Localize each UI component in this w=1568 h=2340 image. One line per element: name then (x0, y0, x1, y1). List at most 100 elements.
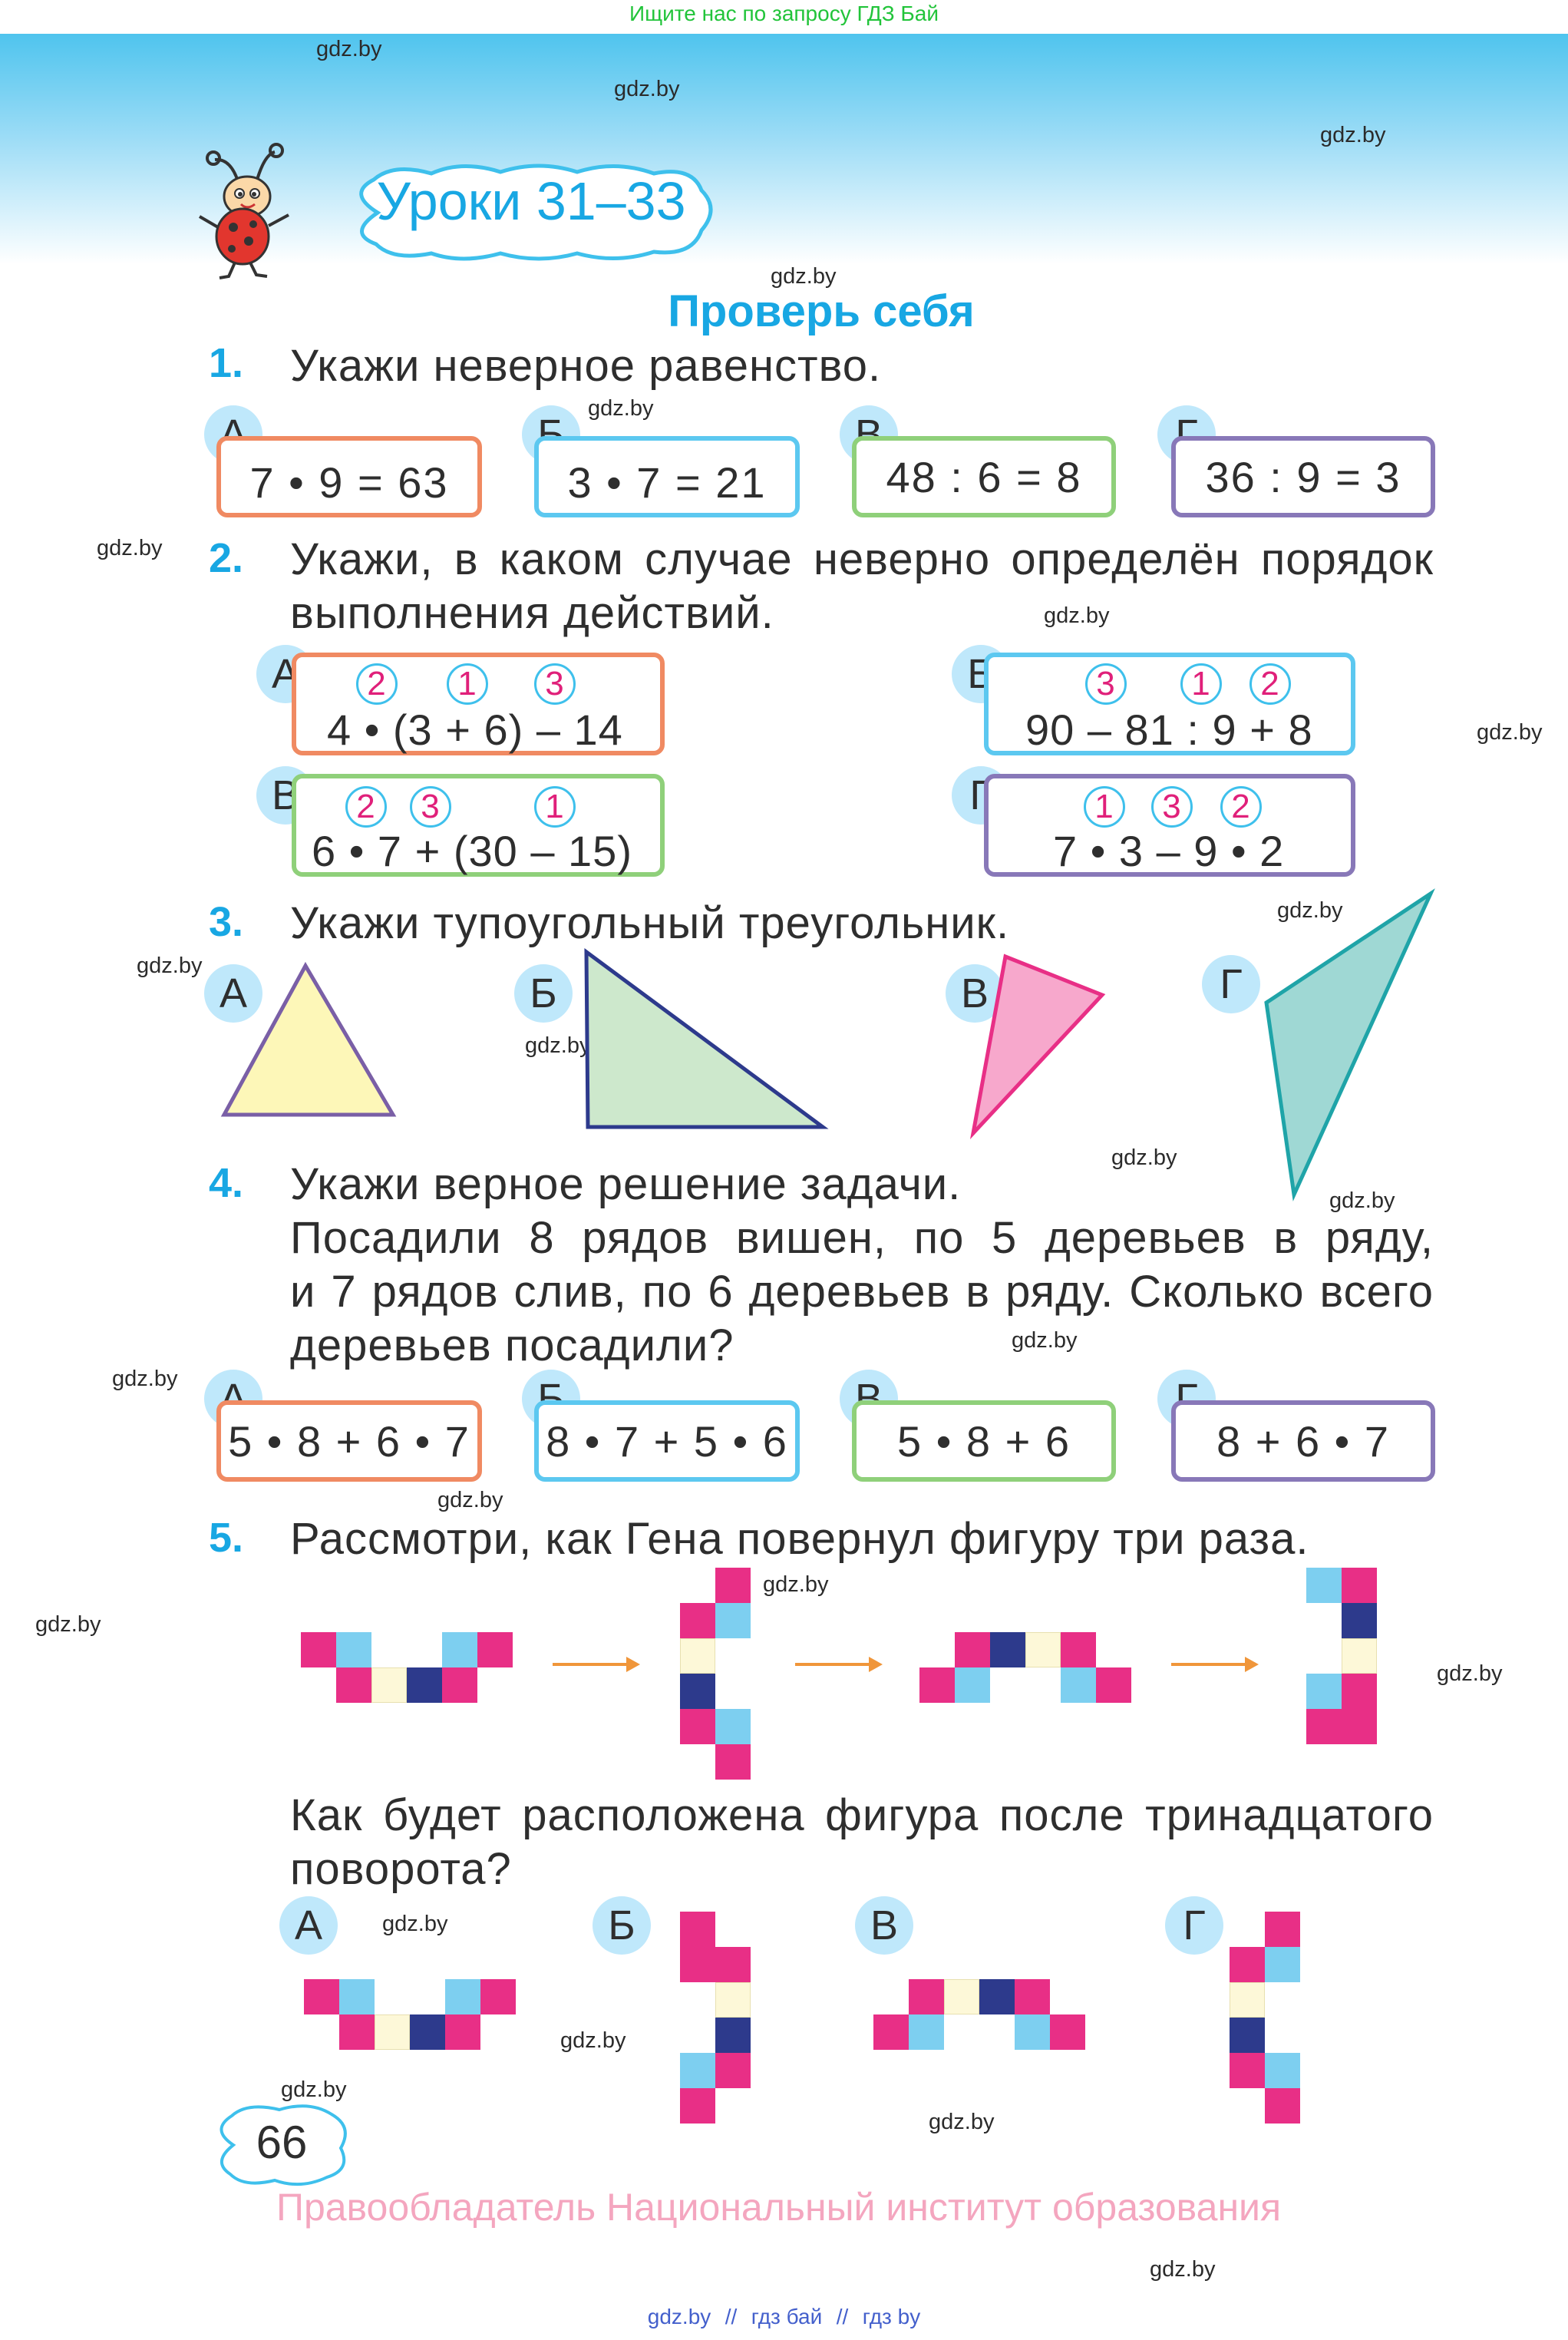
figure-cell (909, 1979, 944, 2014)
watermark: gdz.by (1320, 123, 1386, 147)
footer-link[interactable]: гдз by (862, 2305, 921, 2328)
footer-link[interactable]: гдз бай (751, 2305, 823, 2328)
figure-cell (1265, 2053, 1300, 2088)
figure-cell (680, 1638, 715, 1674)
watermark: gdz.by (1111, 1145, 1177, 1170)
watermark: gdz.by (1329, 1188, 1395, 1213)
option-letter[interactable]: А (204, 964, 262, 1023)
order-circle: 2 (356, 663, 398, 705)
figure-cell (1050, 2014, 1085, 2050)
question-text: Рассмотри, как Гена повернул фигуру три … (290, 1514, 1309, 1564)
order-circle: 3 (410, 786, 451, 828)
option-box[interactable]: 36 : 9 = 3 (1171, 436, 1435, 517)
figure-cell (680, 1603, 715, 1638)
figure-cell (979, 1979, 1015, 2014)
option-expression: 6 • 7 + (30 – 15) (312, 827, 632, 875)
option-box[interactable]: 48 : 6 = 8 (852, 436, 1116, 517)
watermark: gdz.by (137, 954, 203, 978)
search-hint[interactable]: Ищите нас по запросу ГДЗ Бай (629, 2, 939, 25)
figure-cell (715, 1982, 751, 2018)
figure-cell (1306, 1568, 1342, 1603)
option-box[interactable]: 2 3 1 6 • 7 + (30 – 15) (292, 774, 665, 877)
order-circle: 1 (1180, 663, 1222, 705)
figure-cell (1025, 1632, 1061, 1667)
option-box[interactable]: 1 3 2 7 • 3 – 9 • 2 (984, 774, 1355, 877)
option-box[interactable]: 3 • 7 = 21 (534, 436, 800, 517)
option-box[interactable]: 3 1 2 90 – 81 : 9 + 8 (984, 653, 1355, 755)
order-circle: 2 (1249, 663, 1291, 705)
order-circle: 1 (447, 663, 488, 705)
watermark: gdz.by (316, 37, 382, 61)
figure-cell (301, 1632, 336, 1667)
option-box[interactable]: 5 • 8 + 6 • 7 (216, 1400, 482, 1482)
figure-cell (1230, 1947, 1265, 1982)
question-line: Укажи верное решение задачи. (290, 1159, 962, 1209)
figure-cell (955, 1667, 990, 1703)
lesson-title: Уроки 31–33 (376, 171, 686, 231)
watermark: gdz.by (614, 77, 680, 101)
figure-cell (477, 1632, 513, 1667)
option-letter[interactable]: В (855, 1896, 913, 1955)
watermark: gdz.by (382, 1912, 448, 1936)
figure-cell (445, 2014, 480, 2050)
triangle-a-acute (220, 961, 397, 1117)
figure-cell (1230, 2018, 1265, 2053)
watermark: gdz.by (1150, 2257, 1216, 2282)
figure-cell (442, 1667, 477, 1703)
figure-cell (990, 1632, 1025, 1667)
option-box[interactable]: 8 + 6 • 7 (1171, 1400, 1435, 1482)
figure-cell (715, 1603, 751, 1638)
figure-cell (1265, 2088, 1300, 2124)
question-text: Укажи, в каком случае неверно определён … (290, 533, 1434, 640)
figure-cell (407, 1667, 442, 1703)
ladybug-mascot-icon (198, 143, 289, 279)
option-letter[interactable]: Г (1202, 955, 1260, 1013)
watermark: gdz.by (35, 1612, 101, 1637)
figure-cell (336, 1632, 371, 1667)
arrow-icon (795, 1657, 883, 1672)
question-number: 3. (209, 899, 244, 945)
figure-cell (715, 1568, 751, 1603)
watermark: gdz.by (771, 264, 837, 289)
figure-cell (1342, 1638, 1377, 1674)
watermark: gdz.by (1477, 720, 1543, 745)
section-title: Проверь себя (668, 286, 975, 336)
footer-links: gdz.by // гдз бай // гдз by (0, 2305, 1568, 2329)
watermark: gdz.by (112, 1367, 178, 1391)
option-box[interactable]: 8 • 7 + 5 • 6 (534, 1400, 800, 1482)
order-circle: 2 (1220, 786, 1262, 828)
watermark: gdz.by (437, 1488, 503, 1512)
triangle-v-acute (970, 954, 1106, 1139)
copyright-notice: Правообладатель Национальный институт об… (276, 2186, 1282, 2229)
watermark: gdz.by (1044, 603, 1110, 628)
figure-cell (442, 1632, 477, 1667)
option-box[interactable]: 7 • 9 = 63 (216, 436, 482, 517)
figure-cell (336, 1667, 371, 1703)
question-line: выполнения действий. (290, 588, 774, 638)
question-number: 5. (209, 1515, 244, 1561)
option-box[interactable]: 2 1 3 4 • (3 + 6) – 14 (292, 653, 665, 755)
question-line: Укажи, в каком случае неверно определён … (290, 534, 1434, 584)
triangles-figure (220, 888, 1435, 1201)
figure-cell (1096, 1667, 1131, 1703)
option-letter[interactable]: Г (1165, 1896, 1223, 1955)
footer-link[interactable]: gdz.by (647, 2305, 711, 2328)
watermark: gdz.by (97, 536, 163, 560)
figure-cell (1342, 1603, 1377, 1638)
figure-cell (1306, 1674, 1342, 1709)
option-letter[interactable]: Б (593, 1896, 651, 1955)
figure-cell (680, 1709, 715, 1744)
page-number: 66 (256, 2117, 308, 2168)
option-letter[interactable]: Б (514, 964, 573, 1023)
triangle-g-obtuse (1264, 888, 1435, 1201)
figure-cell (1306, 1709, 1342, 1744)
order-circle: 1 (1084, 786, 1125, 828)
figure-cell (715, 1744, 751, 1780)
figure-cell (1342, 1568, 1377, 1603)
figure-cell (1061, 1632, 1096, 1667)
watermark: gdz.by (1277, 898, 1343, 923)
option-box[interactable]: 5 • 8 + 6 (852, 1400, 1116, 1482)
figure-cell (480, 1979, 516, 2014)
figure-cell (680, 1674, 715, 1709)
option-letter[interactable]: А (279, 1896, 338, 1955)
